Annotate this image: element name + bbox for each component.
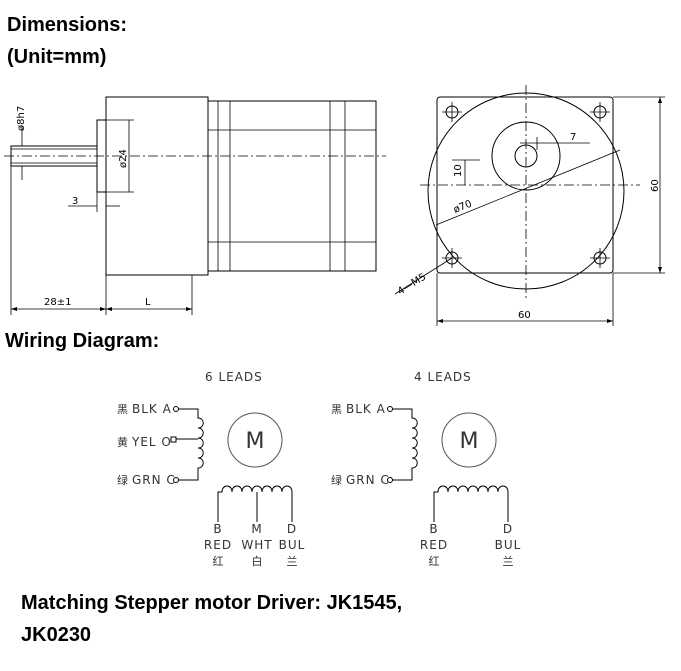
four-leads-motor-symbol: M [460,429,479,454]
four-leads-drawing [387,406,509,522]
six-lead-3-label: GRN C [132,473,176,487]
six-lead-2-cn: 黄 [117,435,128,449]
driver-line-2: JK0230 [21,624,92,646]
wiring-heading: Wiring Diagram: [5,330,160,352]
four-bottom-1-letter: B [429,522,438,536]
six-bottom-1-color: RED [204,538,232,552]
six-lead-2-label: YEL O [131,435,172,449]
pilot-diameter-label: ø24 [118,149,129,168]
six-leads-title: 6 LEADS [205,370,263,384]
six-bottom-1-letter: B [213,522,222,536]
four-bottom-2-cn: 兰 [503,555,514,568]
six-leads-drawing [170,406,293,522]
flange-step-label: 3 [72,196,78,207]
flat-label: 10 [453,164,464,177]
six-lead-1-cn: 黑 [117,403,128,416]
dimensions-heading: Dimensions: [7,14,128,36]
shaft-diameter-label: ø8h7 [16,106,27,131]
four-leads-title: 4 LEADS [414,370,472,384]
six-bottom-3-color: BUL [279,538,306,552]
four-bottom-1-cn: 红 [429,555,440,568]
six-leads-motor-symbol: M [246,429,265,454]
unit-note: (Unit=mm) [7,46,107,68]
six-bottom-3-letter: D [287,522,297,536]
six-bottom-3-cn: 兰 [287,555,298,568]
shaft-length-label: 28±1 [44,297,71,308]
body-length-label: L [145,297,151,308]
four-bottom-2-color: BUL [495,538,522,552]
width-label: 60 [518,310,531,321]
bolt-circle-label: ø70 [452,199,474,216]
six-bottom-2-color: WHT [241,538,272,552]
six-bottom-2-cn: 白 [252,554,263,568]
four-bottom-1-color: RED [420,538,448,552]
six-bottom-2-letter: M [251,522,262,536]
mounting-holes-label: 4—M5 [396,272,428,298]
front-view-drawing [394,85,665,326]
driver-line-1: Matching Stepper motor Driver: JK1545, [21,592,403,614]
six-lead-1-label: BLK A [132,402,172,416]
four-lead-1-cn: 黑 [331,403,342,416]
six-lead-3-cn: 绿 [117,473,128,487]
six-bottom-1-cn: 红 [213,555,224,568]
four-lead-2-cn: 绿 [331,473,342,487]
four-bottom-2-letter: D [503,522,513,536]
four-lead-2-label: GRN C [346,473,390,487]
height-label: 60 [650,179,661,192]
key-width-label: 7 [570,132,576,143]
side-view-drawing [4,96,386,315]
four-lead-1-label: BLK A [346,402,386,416]
